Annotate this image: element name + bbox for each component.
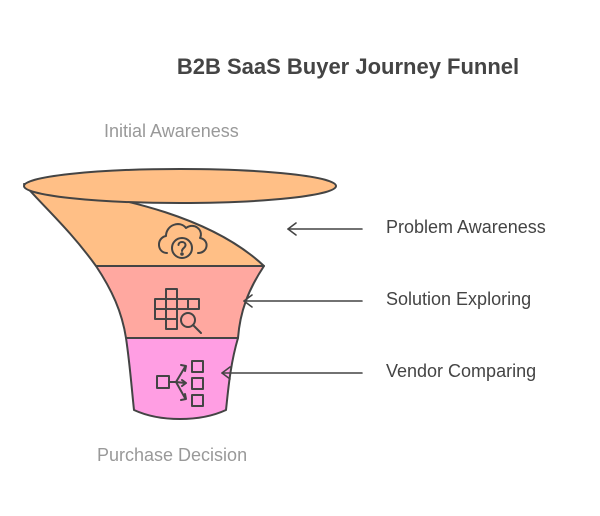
branch-options-icon — [156, 360, 204, 407]
stage-label-vendor-comparing: Vendor Comparing — [386, 361, 537, 381]
funnel-rim — [23, 168, 337, 204]
diagram-title: B2B SaaS Buyer Journey Funnel — [176, 54, 520, 79]
top-label: Initial Awareness — [104, 121, 239, 141]
arrow-solution-exploring — [243, 294, 363, 308]
funnel-stage-2 — [95, 265, 265, 339]
stage-label-problem-awareness: Problem Awareness — [386, 217, 546, 237]
cloud-question-icon — [158, 223, 208, 259]
bottom-label: Purchase Decision — [97, 445, 248, 465]
arrow-problem-awareness — [287, 222, 363, 236]
puzzle-search-icon — [154, 288, 202, 334]
stage-label-solution-exploring: Solution Exploring — [386, 289, 532, 309]
funnel-stage-3 — [125, 337, 239, 420]
arrow-vendor-comparing — [221, 366, 363, 380]
